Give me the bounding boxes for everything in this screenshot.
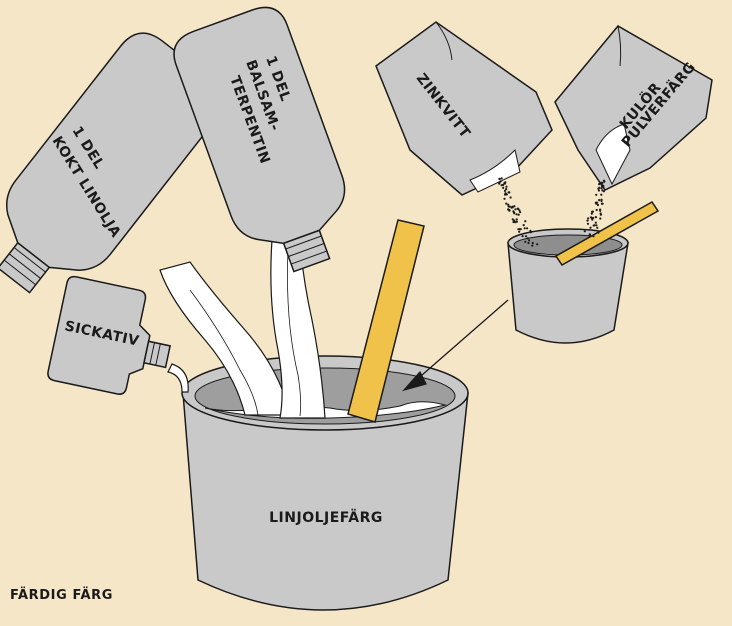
sickativ-bottle (47, 275, 172, 395)
powder-dot (523, 227, 526, 230)
powder-dot (509, 196, 512, 199)
powder-dot (592, 235, 595, 238)
pigment-powder-stream (583, 179, 606, 238)
powder-dot (529, 229, 532, 232)
powder-dot (598, 186, 601, 189)
powder-dot (518, 228, 521, 231)
powder-dot (600, 199, 603, 203)
powder-dot (587, 217, 590, 220)
powder-dot (595, 224, 598, 227)
sickativ-pour (167, 363, 189, 393)
powder-dot (507, 205, 510, 208)
powder-dot (597, 189, 601, 192)
powder-dot (526, 237, 529, 240)
powder-dot (500, 177, 503, 180)
powder-dot (503, 197, 506, 200)
powder-dot (514, 208, 517, 211)
powder-dot (504, 193, 507, 196)
linseed-oil-bottle (0, 32, 224, 294)
powder-dot (513, 205, 516, 208)
powder-dot (594, 221, 597, 224)
powder-dot (599, 212, 602, 215)
powder-dot (502, 186, 505, 189)
powder-dot (524, 235, 528, 238)
powder-dot (600, 184, 604, 187)
powder-dot (514, 221, 517, 224)
caption: FÄRDIG FÄRG (10, 588, 114, 603)
powder-dot (599, 209, 602, 212)
powder-dot (595, 208, 598, 212)
powder-dot (596, 201, 599, 204)
powder-dot (517, 213, 520, 216)
powder-dot (524, 220, 527, 223)
powder-dot (601, 202, 604, 205)
powder-dot (518, 230, 521, 233)
powder-dot (515, 213, 518, 216)
small-stir-stick (554, 201, 660, 266)
powder-dot (600, 193, 603, 196)
powder-dot (511, 218, 514, 221)
powder-dot (528, 239, 531, 242)
powder-dot (596, 226, 599, 229)
powder-dot (507, 203, 510, 206)
bucket-label: LINJOLJEFÄRG (269, 509, 383, 526)
pigment-powder-bag (554, 25, 713, 191)
powder-dot (507, 208, 510, 211)
powder-dot (526, 227, 529, 230)
powder-dot (594, 216, 598, 219)
powder-dot (598, 199, 601, 202)
big-stir-stick (347, 219, 425, 423)
powder-dot (505, 202, 508, 205)
powder-dot (511, 205, 514, 208)
powder-dot (519, 211, 522, 214)
powder-dot (515, 218, 518, 221)
powder-dot (595, 193, 598, 196)
powder-dot (602, 190, 606, 193)
powder-dot (591, 210, 595, 213)
powder-dot (596, 203, 600, 207)
powder-dot (589, 226, 592, 229)
powder-dot (599, 217, 602, 220)
powder-dot (522, 224, 525, 227)
powder-dot (531, 244, 534, 247)
powder-dot (521, 235, 524, 238)
transfer-arrow (402, 299, 509, 392)
powder-dot (601, 181, 604, 184)
powder-dot (600, 187, 603, 190)
zinc-white-bag (375, 21, 553, 196)
turpentine-pour (270, 237, 326, 419)
powder-dot (512, 210, 515, 213)
powder-dot (499, 180, 502, 183)
powder-dot (586, 222, 590, 225)
powder-dot (508, 191, 511, 194)
powder-dot (586, 219, 589, 222)
powder-dot (531, 241, 534, 245)
powder-dot (518, 209, 521, 212)
powder-dot (502, 183, 505, 187)
powder-dot (592, 224, 595, 227)
zinc-powder-stream (498, 177, 539, 247)
powder-dot (590, 212, 593, 215)
powder-dot (589, 216, 593, 219)
powder-dot (503, 189, 507, 192)
turpentine-bottle (173, 6, 346, 273)
powder-dot (505, 188, 508, 191)
powder-dot (583, 230, 586, 233)
powder-dot (527, 241, 530, 245)
powder-dot (599, 182, 602, 185)
powder-dot (516, 207, 519, 210)
powder-dot (524, 240, 527, 243)
powder-dot (591, 218, 594, 221)
powder-dot (536, 243, 539, 246)
powder-dot (504, 181, 507, 184)
small-can (507, 228, 629, 344)
powder-dot (498, 177, 501, 180)
powder-dot (603, 180, 606, 183)
powder-dot (505, 185, 508, 188)
powder-dot (597, 231, 600, 234)
powder-dot (588, 233, 591, 236)
big-bucket (181, 355, 469, 611)
